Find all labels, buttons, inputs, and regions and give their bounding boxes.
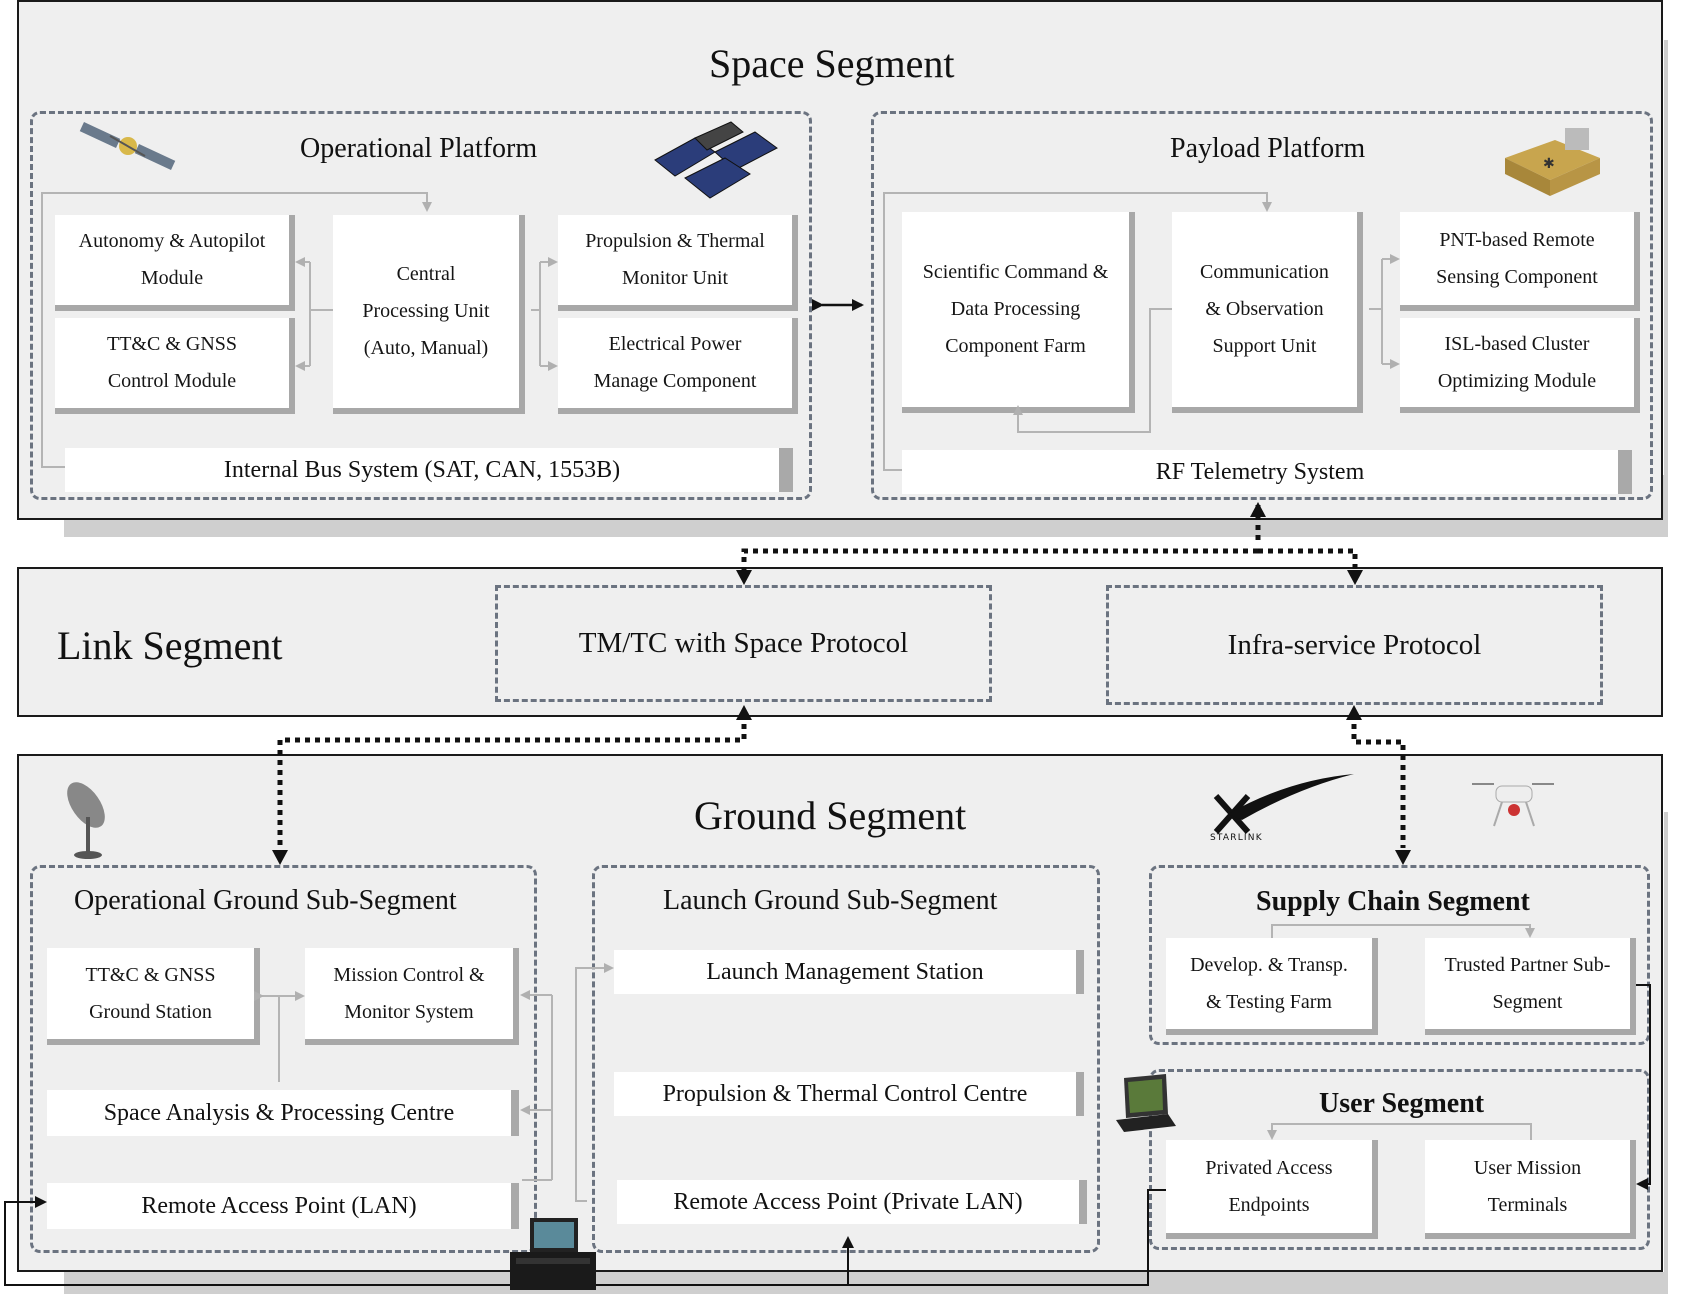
payload-hardware-icon: ✱ <box>1505 128 1600 196</box>
electrical-power-manage-component[interactable]: Electrical Power Manage Component <box>558 318 798 414</box>
dotted-link-lines <box>277 502 1406 848</box>
operational-ground-title: Operational Ground Sub-Segment <box>74 885 457 916</box>
scientific-command-data-processing[interactable]: Scientific Command & Data Processing Com… <box>902 212 1135 413</box>
tmtc-space-protocol[interactable]: TM/TC with Space Protocol <box>495 585 992 702</box>
supply-chain-segment <box>1149 865 1650 1045</box>
operational-platform-connectors <box>41 192 558 468</box>
field-station-case-icon <box>510 1218 596 1290</box>
rf-telemetry-system[interactable]: RF Telemetry System <box>902 450 1632 494</box>
link-segment-title: Link Segment <box>57 623 283 668</box>
user-segment <box>1149 1069 1650 1250</box>
satellite-icon <box>79 122 176 170</box>
internal-bus-system[interactable]: Internal Bus System (SAT, CAN, 1553B) <box>65 448 793 492</box>
space-segment-title: Space Segment <box>709 41 955 86</box>
supply-user-connectors <box>1267 924 1535 1140</box>
ground-segment-title: Ground Segment <box>694 793 967 838</box>
supply-chain-title: Supply Chain Segment <box>1256 886 1530 917</box>
user-segment-title: User Segment <box>1319 1088 1485 1119</box>
operational-ground-connectors <box>254 963 614 1202</box>
remote-access-point-private-lan[interactable]: Remote Access Point (Private LAN) <box>617 1180 1087 1224</box>
infra-service-protocol[interactable]: Infra-service Protocol <box>1106 585 1603 705</box>
pnt-remote-sensing-component[interactable]: PNT-based Remote Sensing Component <box>1400 212 1640 311</box>
payload-platform-title: Payload Platform <box>1170 133 1366 164</box>
starlink-logo: STARLINK <box>1210 774 1354 843</box>
svg-text:✱: ✱ <box>1543 156 1555 172</box>
launch-management-station[interactable]: Launch Management Station <box>614 950 1084 994</box>
ground-segment-shadow-bottom <box>64 1272 1668 1294</box>
remote-access-point-lan[interactable]: Remote Access Point (LAN) <box>47 1183 519 1229</box>
launch-ground-sub-segment <box>592 865 1100 1253</box>
autonomy-autopilot-module[interactable]: Autonomy & Autopilot Module <box>55 215 295 311</box>
launch-ground-title: Launch Ground Sub-Segment <box>663 885 998 916</box>
dotted-link-arrowheads <box>272 502 1411 865</box>
drone-icon <box>1472 783 1554 827</box>
propulsion-thermal-control-centre[interactable]: Propulsion & Thermal Control Centre <box>614 1072 1084 1116</box>
dish-antenna-icon <box>67 782 105 859</box>
privated-access-endpoints[interactable]: Privated Access Endpoints <box>1166 1140 1378 1239</box>
mission-control-monitor-system[interactable]: Mission Control & Monitor System <box>305 948 519 1045</box>
trusted-partner-sub-segment[interactable]: Trusted Partner Sub- Segment <box>1425 938 1636 1035</box>
ttc-gnss-control-module[interactable]: TT&C & GNSS Control Module <box>55 318 295 414</box>
link-segment <box>17 567 1663 717</box>
develop-transp-testing-farm[interactable]: Develop. & Transp. & Testing Farm <box>1166 938 1378 1035</box>
propulsion-thermal-monitor-unit[interactable]: Propulsion & Thermal Monitor Unit <box>558 215 798 311</box>
space-segment-shadow-right <box>1664 40 1668 537</box>
rugged-laptop-icon <box>1116 1074 1176 1132</box>
payload-platform-connectors <box>883 192 1400 471</box>
user-mission-terminals[interactable]: User Mission Terminals <box>1425 1140 1636 1239</box>
space-analysis-processing-centre[interactable]: Space Analysis & Processing Centre <box>47 1090 519 1136</box>
ttc-gnss-ground-station[interactable]: TT&C & GNSS Ground Station <box>47 948 260 1045</box>
communication-observation-support-unit[interactable]: Communication & Observation Support Unit <box>1172 212 1363 413</box>
operational-ground-sub-segment <box>30 865 537 1253</box>
operational-platform <box>30 111 812 500</box>
svg-text:STARLINK: STARLINK <box>1210 833 1263 843</box>
ground-segment-shadow-right <box>1664 812 1668 1294</box>
payload-platform <box>871 111 1653 500</box>
cubesat-icon <box>654 121 778 199</box>
black-return-lines <box>4 984 1651 1286</box>
central-processing-unit[interactable]: Central Processing Unit (Auto, Manual) <box>333 215 525 414</box>
isl-cluster-optimizing-module[interactable]: ISL-based Cluster Optimizing Module <box>1400 318 1640 413</box>
operational-platform-title: Operational Platform <box>300 133 538 164</box>
